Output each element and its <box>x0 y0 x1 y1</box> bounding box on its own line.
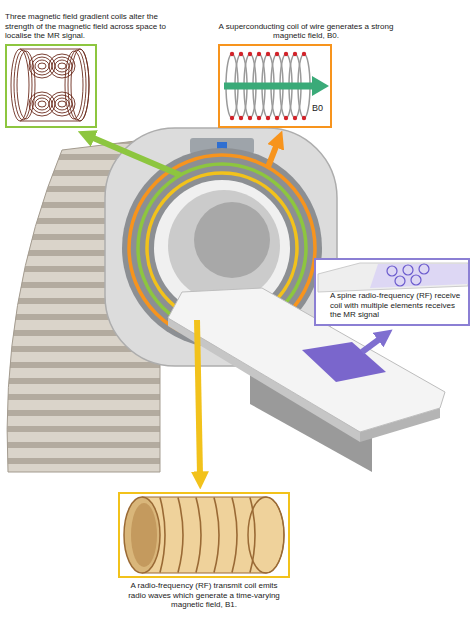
inset-frame <box>5 44 97 128</box>
superconducting-coil-drawing <box>266 116 270 120</box>
rf-transmit-coil-drawing <box>214 498 219 573</box>
callout-text: A superconducting coil of wire generates… <box>214 22 398 41</box>
spine-coil-drawing <box>387 266 397 276</box>
gradient-coil-drawing <box>5 44 97 128</box>
superconducting-coil-drawing <box>275 116 279 120</box>
spine-coil-drawing <box>387 264 429 286</box>
gradient-coil-drawing <box>20 49 89 121</box>
spine-coil-drawing <box>314 258 470 326</box>
gradient-coil-drawing <box>5 44 97 128</box>
superconducting-coil-drawing <box>230 52 234 56</box>
gradient-coil-drawing <box>38 63 46 69</box>
rf-transmit-coil-drawing <box>178 498 183 573</box>
rf-transmit-coil-drawing <box>142 497 284 573</box>
spine-coil-drawing <box>411 275 421 285</box>
gradient-coil-drawing <box>55 98 69 110</box>
gradient-coil-drawing <box>58 63 66 69</box>
spine-coil-drawing <box>419 264 429 274</box>
superconducting-coil-drawing <box>218 44 332 128</box>
superconducting-coil-drawing <box>302 52 306 56</box>
callout-panel: A spine radio-frequency (RF) receive coi… <box>314 258 470 326</box>
gradient-coil-drawing <box>52 95 72 113</box>
rf-transmit-coil-drawing <box>196 498 201 573</box>
text-block: A spine radio-frequency (RF) receive coi… <box>330 291 462 320</box>
superconducting-coil-drawing <box>218 44 332 128</box>
callout-panel: A superconducting coil of wire generates… <box>214 22 398 128</box>
spine-coil-drawing <box>403 265 413 275</box>
pointer-arrow <box>197 320 200 475</box>
rf-transmit-coil-drawing <box>232 498 237 573</box>
gradient-coil-drawing <box>52 57 72 75</box>
gradient-coil-drawing <box>35 98 49 110</box>
superconducting-coil-drawing <box>248 116 252 120</box>
gradient-coil-drawing <box>29 92 55 116</box>
spine-coil-drawing <box>318 263 468 292</box>
superconducting-coil-drawing <box>248 52 252 56</box>
rf-transmit-coil-drawing <box>248 497 284 573</box>
gradient-coil-drawing <box>49 92 75 116</box>
superconducting-coil-drawing <box>284 52 288 56</box>
superconducting-coil-drawing <box>239 116 243 120</box>
field-label: B0 <box>311 103 324 113</box>
superconducting-coil-drawing <box>293 116 297 120</box>
callout-panel: Three magnetic field gradient coils alte… <box>5 12 183 128</box>
rf-transmit-coil-drawing <box>118 492 290 578</box>
gradient-coil-drawing <box>55 60 69 72</box>
superconducting-coil-drawing <box>275 52 279 56</box>
superconducting-coil-drawing <box>230 116 234 120</box>
gradient-coil-drawing <box>35 60 49 72</box>
superconducting-coil-drawing <box>293 52 297 56</box>
spine-coil-drawing <box>370 264 468 288</box>
spine-coil-drawing <box>395 276 405 286</box>
pointer-arrow <box>362 338 381 352</box>
patient-couch <box>302 342 386 382</box>
superconducting-coil-drawing <box>266 52 270 56</box>
scanner-bore <box>194 202 270 278</box>
gradient-coil-drawing <box>58 101 66 107</box>
gradient-coil-drawing <box>17 51 35 119</box>
pointer-arrow <box>268 144 277 167</box>
scanner-bore <box>168 190 280 302</box>
inset-frame: A spine radio-frequency (RF) receive coi… <box>314 258 470 326</box>
pointer-arrow <box>91 137 180 175</box>
text-block: A radio-frequency (RF) transmit coil emi… <box>124 581 284 610</box>
text-block: Three magnetic field gradient coils alte… <box>5 12 183 41</box>
spine-coil-drawing <box>314 258 470 326</box>
callout-panel: A radio-frequency (RF) transmit coil emi… <box>118 492 290 610</box>
inset-frame <box>118 492 290 578</box>
label-anchor: B0 <box>311 97 324 115</box>
gradient-coil-drawing <box>29 54 55 78</box>
superconducting-coil-drawing <box>257 52 261 56</box>
callout-text: Three magnetic field gradient coils alte… <box>5 12 183 41</box>
superconducting-coil-drawing <box>239 52 243 56</box>
rf-transmit-coil-drawing <box>160 498 255 573</box>
gradient-coil-drawing <box>38 101 46 107</box>
gradient-coil-drawing <box>49 54 75 78</box>
rf-transmit-coil-drawing <box>131 503 157 567</box>
callout-text: A spine radio-frequency (RF) receive coi… <box>330 291 462 320</box>
superconducting-coil-drawing <box>312 76 329 96</box>
superconducting-coil-drawing <box>284 116 288 120</box>
callout-text: A radio-frequency (RF) transmit coil emi… <box>124 581 284 610</box>
superconducting-coil-drawing <box>302 116 306 120</box>
rf-transmit-coil-drawing <box>124 497 160 573</box>
inset-frame <box>218 44 332 128</box>
superconducting-coil-drawing <box>224 83 313 90</box>
text-block: A superconducting coil of wire generates… <box>214 22 398 41</box>
superconducting-coil-drawing <box>257 116 261 120</box>
rf-transmit-coil-drawing <box>118 492 290 578</box>
